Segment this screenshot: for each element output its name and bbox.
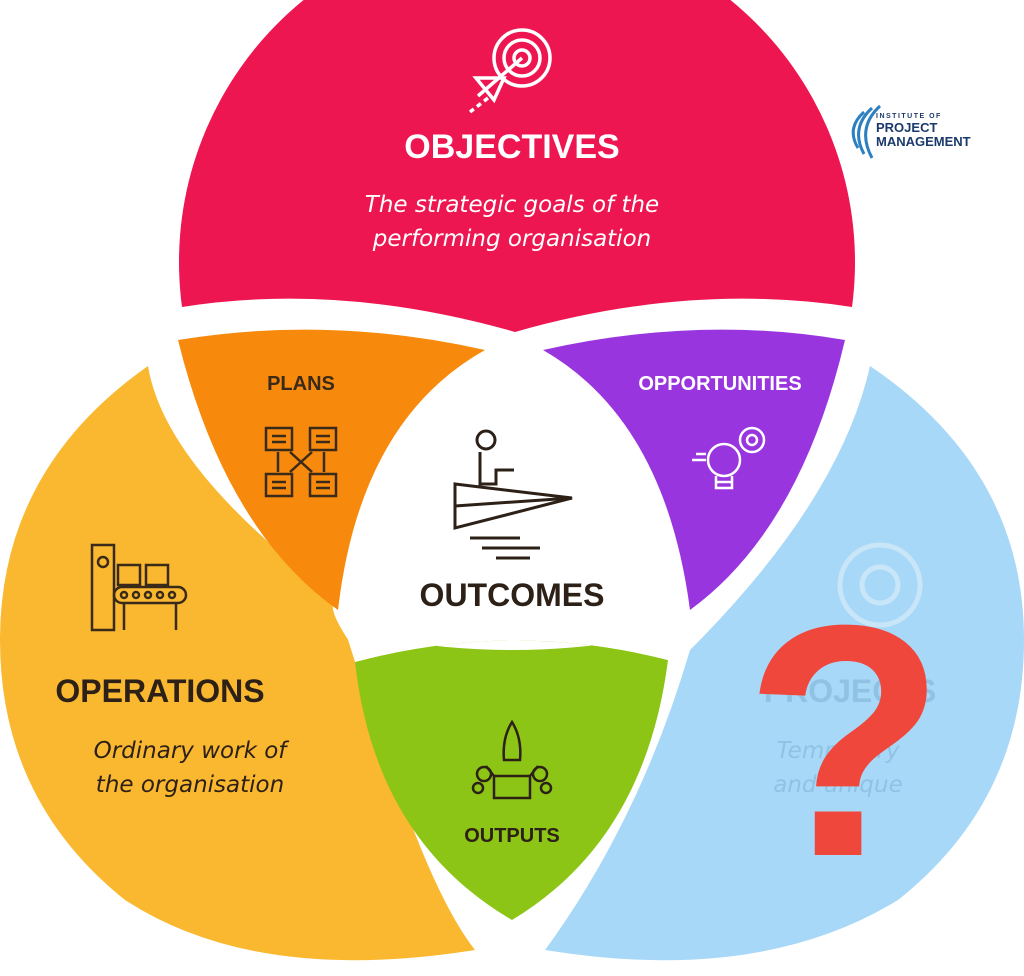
lightbulb-gear-icon xyxy=(692,426,766,490)
objectives-title: OBJECTIVES xyxy=(404,128,619,166)
objectives-desc-line2: performing organisation xyxy=(372,226,651,252)
plans-petal xyxy=(178,329,485,610)
outputs-petal xyxy=(355,640,668,920)
projects-desc-line2: and unique xyxy=(773,772,902,798)
projects-title: PROJECTS xyxy=(764,673,936,709)
logo-swirl-icon xyxy=(851,104,882,159)
opportunities-petal xyxy=(543,329,845,610)
opportunities-title: OPPORTUNITIES xyxy=(638,373,801,395)
logo-line2: PROJECT xyxy=(876,120,937,135)
target-icon xyxy=(468,28,552,114)
operations-title: OPERATIONS xyxy=(55,673,264,709)
outcomes-center xyxy=(338,348,688,662)
objectives-lobe xyxy=(179,0,855,332)
logo-line3: MANAGEMENT xyxy=(876,134,971,149)
outputs-title: OUTPUTS xyxy=(464,825,560,847)
paper-plane-person-icon xyxy=(453,429,573,560)
projects-lobe xyxy=(545,366,1024,961)
objectives-desc-line1: The strategic goals of the xyxy=(365,192,659,218)
operations-desc-line2: the organisation xyxy=(96,772,284,798)
plans-title: PLANS xyxy=(267,373,335,395)
operations-desc-line1: Ordinary work of xyxy=(94,738,290,764)
question-mark: ? xyxy=(744,556,946,925)
gear-icon xyxy=(837,542,923,628)
projects-desc-line1: Temporary xyxy=(776,738,899,764)
logo-line1: INSTITUTE OF xyxy=(876,113,942,120)
ipm-logo: INSTITUTE OF PROJECT MANAGEMENT xyxy=(851,104,971,159)
operations-lobe xyxy=(0,366,475,961)
conveyor-icon xyxy=(90,543,188,632)
plans-icon xyxy=(264,426,338,498)
outcomes-title: OUTCOMES xyxy=(420,577,605,613)
rocket-box-icon xyxy=(471,719,553,800)
